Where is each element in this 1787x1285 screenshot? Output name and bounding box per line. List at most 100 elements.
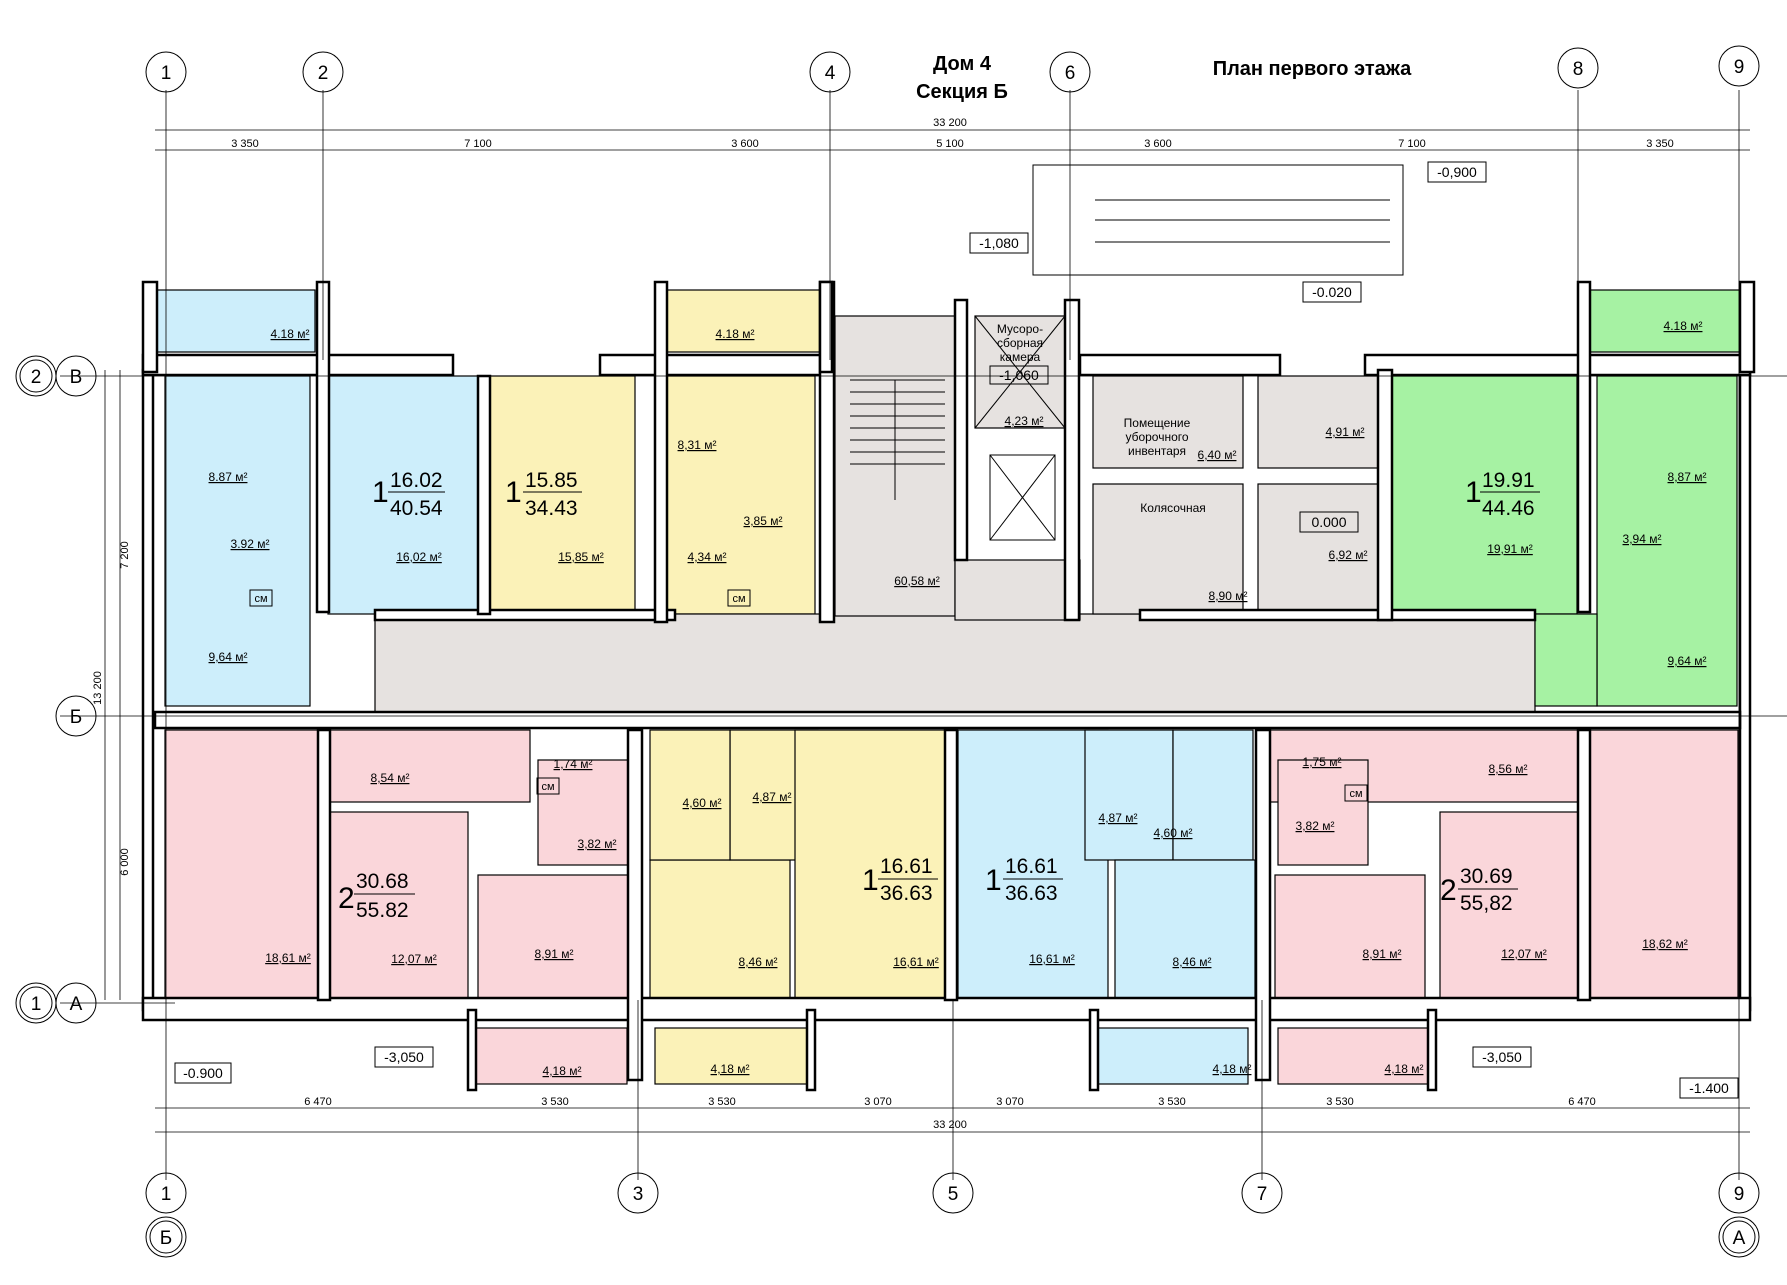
axis-top-1: 1 [161,63,172,84]
room-pink-right-bath [1277,759,1369,866]
room-green-hall [1534,613,1598,707]
dim-top-4: 5 100 [936,138,964,150]
area-24: 4,60 м² [683,796,722,810]
level-8: -1.400 [1689,1080,1729,1096]
axis-bubbles: 1 2 4 6 8 9 1 3 5 7 9 Б А 2 В Б 1 А [15,45,1760,1258]
inventory-label-3: инвентаря [1128,444,1186,458]
room-pink-right-kitchen [1274,874,1426,999]
area-37: 16,61 м² [1029,952,1075,966]
area-44: 4,18 м² [1213,1062,1252,1076]
axis-top-6: 6 [1065,63,1076,84]
area-20: 3,94 м² [1623,532,1662,546]
sm-label-3: см [541,781,554,793]
apt-rooms-5: 1 [985,864,1002,897]
apt-total-0: 40.54 [390,497,443,520]
area-19: 8,87 м² [1668,470,1707,484]
wall-bottom [141,996,1752,1022]
area-36: 8,56 м² [1489,762,1528,776]
wall-v-6 [1063,298,1081,622]
stair-details [850,164,1404,541]
walls [141,280,1756,1092]
dim-left-3: 6 000 [119,848,131,876]
wall-v-2 [476,374,492,616]
inventory-label-2: уборочного [1125,430,1188,444]
axis-bottom-3: 3 [633,1184,644,1205]
area-7: 9,64 м² [209,650,248,664]
area-14: 6,40 м² [1198,448,1237,462]
room-blue-bottom-hall [1084,729,1174,861]
area-39: 8,91 м² [1363,947,1402,961]
dim-bottom-3: 3 530 [708,1096,736,1108]
room-yellow-bottom-bath [649,729,731,861]
sm-label-4: см [1349,788,1362,800]
apartment-labels: 1 16.02 40.54 1 15.85 34.43 1 19.91 44.4… [338,469,1540,922]
axis-bottom-7: 7 [1257,1184,1268,1205]
level-9: -1,060 [999,367,1039,383]
wall-balc-tl [141,280,159,374]
area-26: 3,82 м² [578,837,617,851]
area-17: 6,92 м² [1329,548,1368,562]
axis-bottom-5: 5 [948,1184,959,1205]
wall-bv-6 [466,1008,478,1092]
dim-bottom-1: 6 470 [304,1096,332,1108]
level-2: -1,080 [979,235,1019,251]
area-27: 18,61 м² [265,951,311,965]
room-yellow-bottom-living [794,729,946,999]
rooms [156,289,1741,1085]
wall-bv-7 [805,1008,817,1092]
wall-top-4 [1363,353,1752,377]
apt-living-1: 15.85 [525,469,578,492]
area-29: 8,91 м² [535,947,574,961]
apt-total-2: 44.46 [1482,497,1535,520]
area-40: 12,07 м² [1501,947,1547,961]
dim-bottom-7: 3 530 [1326,1096,1354,1108]
wall-balc-tr [1738,280,1756,374]
area-5: 3.92 м² [231,537,270,551]
dim-top-2: 7 100 [464,138,492,150]
apt-total-1: 34.43 [525,497,578,520]
dim-top-7: 3 350 [1646,138,1674,150]
area-6: 16,02 м² [396,550,442,564]
axis-left-2: 2 [31,367,42,388]
level-6: -3,050 [384,1049,424,1065]
axis-top-9: 9 [1734,57,1745,78]
apt-rooms-4: 1 [862,864,879,897]
axis-left-a: А [70,994,83,1015]
area-23: 8,54 м² [371,771,410,785]
apt-rooms-0: 1 [372,476,389,509]
area-2: 4.18 м² [716,327,755,341]
trash-label-1: Мусоро- [997,322,1043,336]
wall-outer-left [141,368,155,1012]
wall-bv-8 [1088,1008,1100,1092]
area-34: 1,75 м² [1303,755,1342,769]
area-45: 4,18 м² [1385,1062,1424,1076]
dim-top-6: 7 100 [1398,138,1426,150]
apt-living-6: 30.69 [1460,865,1513,888]
area-28: 12,07 м² [391,952,437,966]
area-9: 8,31 м² [678,438,717,452]
apt-rooms-3: 2 [338,882,355,915]
area-22: 1,74 м² [554,757,593,771]
wall-v-5 [953,298,969,562]
area-41: 18,62 м² [1642,937,1688,951]
dim-left-2: 13 200 [92,671,104,705]
area-12: 60,58 м² [894,574,940,588]
dim-bottom-4: 3 070 [864,1096,892,1108]
area-1: 4.18 м² [271,327,310,341]
area-16: 8,90 м² [1209,589,1248,603]
apt-living-4: 16.61 [880,855,933,878]
apt-living-2: 19.91 [1482,469,1535,492]
room-blue-bottom-bath [1172,729,1254,861]
room-inventory [1092,375,1244,469]
wall-top-1 [141,353,455,377]
section-title: Секция Б [916,81,1008,103]
axis-bottom-row-b: Б [160,1228,172,1249]
lift-shaft [989,454,1056,541]
area-21: 9,64 м² [1668,654,1707,668]
apt-rooms-6: 2 [1440,874,1457,907]
apt-total-4: 36.63 [880,882,933,905]
room-yellow-living [489,375,636,615]
room-blue-left-living [327,375,479,615]
room-pink-left-kitchen [477,874,629,999]
area-8: 15,85 м² [558,550,604,564]
